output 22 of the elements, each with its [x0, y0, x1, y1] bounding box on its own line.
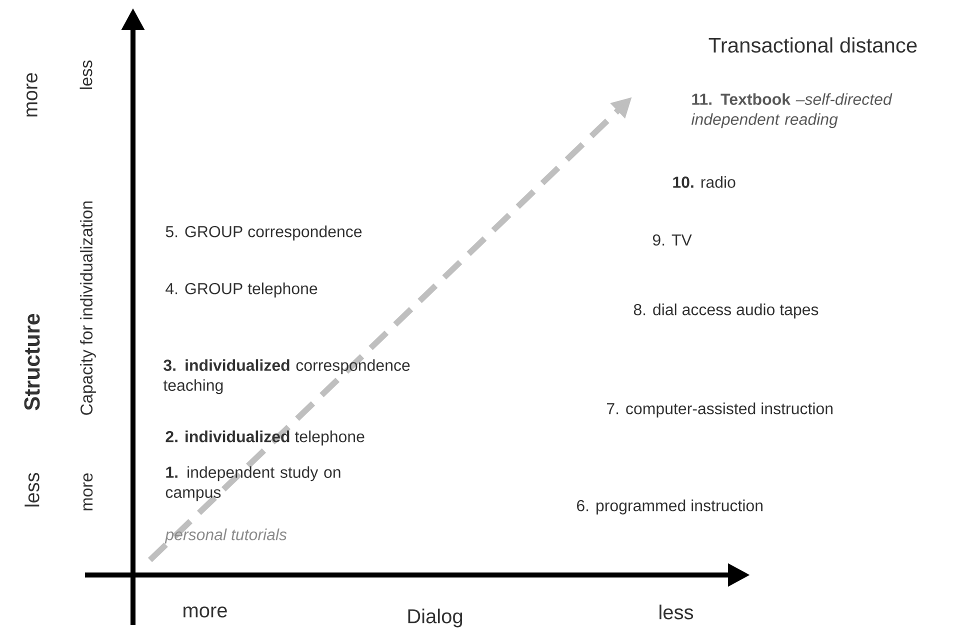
- axis-title: Structure: [24, 314, 40, 410]
- media-label: 11. Textbook –self-directed independent reading: [691, 93, 892, 128]
- media-label: 4. GROUP telephone: [166, 282, 318, 298]
- media-label: 7. computer-assisted instruction: [607, 402, 832, 418]
- axis-label: more: [83, 473, 93, 510]
- axis-label: less: [80, 60, 92, 89]
- media-label: 1. independent study on campus: [166, 466, 340, 502]
- media-label: 5. GROUP correspondence: [166, 226, 362, 240]
- media-label: 3. individualized correspondence teaching: [163, 359, 410, 394]
- axis-label: less: [24, 472, 40, 506]
- media-label: 9. TV: [652, 234, 692, 246]
- axis-label: more: [184, 606, 227, 618]
- axis-title: Dialog: [408, 608, 462, 628]
- media-label: 2. individualized telephone: [166, 430, 364, 446]
- note-label: personal tutorials: [164, 528, 287, 544]
- media-label: 8. dial access audio tapes: [634, 304, 818, 318]
- media-label: 10. radio: [673, 176, 736, 188]
- axis-title: Capacity for individualization: [80, 201, 96, 415]
- media-label: 6. programmed instruction: [577, 500, 762, 514]
- heading: Transactional distance: [708, 37, 917, 53]
- axis-label: less: [660, 604, 694, 620]
- axis-label: more: [26, 73, 38, 116]
